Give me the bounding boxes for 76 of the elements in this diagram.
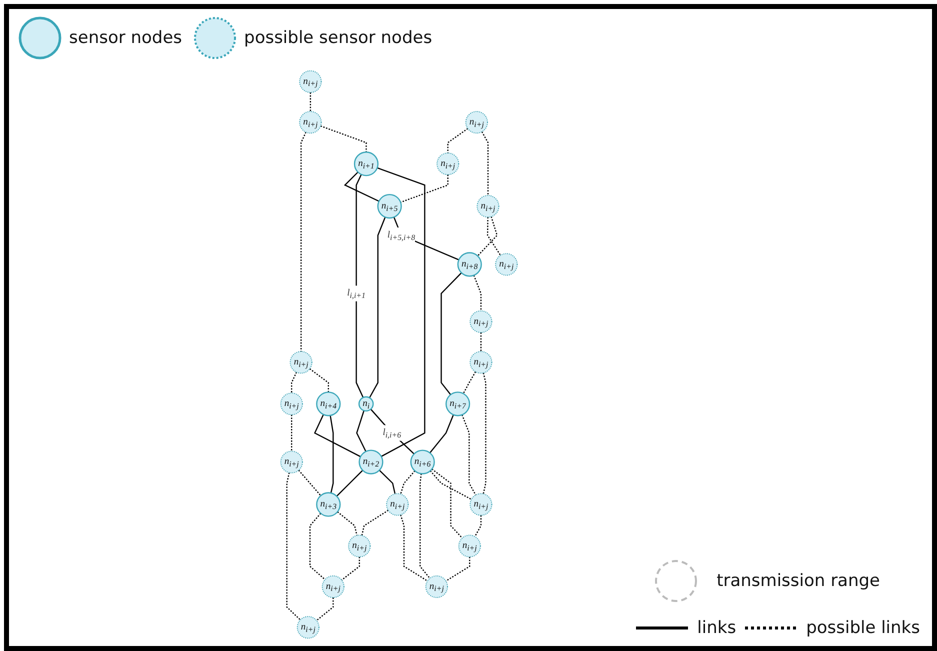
node-circle: n$_{i+j}$ [322, 575, 344, 598]
connector [447, 128, 468, 154]
node-circle: n$_{i+4}$ [316, 392, 341, 416]
edge-label: l$_{i,i+6}$ [382, 427, 402, 440]
connector [486, 217, 502, 256]
node-circle: n$_{i+1}$ [354, 152, 379, 176]
connector [356, 410, 366, 452]
connector [481, 131, 489, 196]
node-circle: n$_{i+j}$ [280, 450, 303, 474]
node-circle: n$_{i+j}$ [299, 70, 322, 93]
node-circle: n$_{i+j}$ [290, 351, 312, 374]
connector [291, 414, 292, 452]
connector [316, 598, 334, 621]
node-circle: n$_{i+j}$ [348, 534, 371, 558]
node-circle: n$_{i+j}$ [280, 392, 303, 416]
node-circle: n$_{i+j}$ [436, 152, 460, 176]
connector [369, 216, 386, 398]
connector [473, 275, 482, 311]
legend-text: links [697, 618, 736, 638]
node-circle: n$_{i+j}$ [296, 616, 320, 639]
legend-text: sensor nodes [69, 28, 182, 48]
connector [356, 174, 364, 398]
node-circle: n$_{i+j}$ [465, 111, 488, 134]
node-circle: n$_{i+j}$ [470, 493, 492, 516]
edge-label: l$_{i,i+1}$ [347, 288, 366, 300]
node-circle: n$_{i+j}$ [458, 534, 481, 558]
connector [446, 556, 470, 582]
connector [474, 515, 482, 537]
connector [440, 272, 462, 396]
connector [309, 512, 326, 580]
connector [420, 474, 430, 579]
connector [482, 372, 486, 494]
connector [370, 408, 414, 454]
connector [291, 372, 298, 394]
connector [310, 92, 312, 112]
connector [344, 172, 380, 202]
connector [462, 414, 476, 496]
node-circle: n$_{i+j}$ [476, 195, 500, 218]
connector [480, 332, 482, 352]
node-circle: n$_{i+j}$ [470, 351, 492, 374]
connector [430, 470, 472, 500]
connector [378, 470, 396, 494]
connector [361, 510, 389, 536]
legend-text: possible links [806, 618, 920, 638]
connector [341, 556, 360, 581]
legend-text: possible sensor nodes [244, 28, 432, 48]
node-circle: n$_{i+j}$ [425, 575, 448, 598]
node-circle: n$_{i+8}$ [457, 252, 482, 277]
connector [298, 470, 322, 496]
node-circle: n$_{i+j}$ [386, 493, 409, 516]
connector [336, 470, 364, 497]
node-circle: n$_{i+2}$ [358, 450, 384, 474]
connector [330, 415, 334, 494]
connector [377, 167, 426, 457]
connector [337, 511, 358, 536]
node-circle: n$_{i+j}$ [495, 253, 518, 276]
node-circle: n$_{i+7}$ [446, 392, 470, 416]
connector [432, 468, 463, 538]
connector [286, 472, 301, 620]
connector [314, 414, 361, 458]
node-circle: n$_{i+5}$ [377, 194, 402, 219]
connector [400, 514, 428, 582]
node-circle: n$_{i+6}$ [410, 450, 435, 474]
connector [429, 414, 454, 454]
connector [320, 125, 367, 152]
node-circle: n$_{i+j}$ [470, 310, 492, 333]
connector [300, 132, 306, 352]
node-circle: n$_{i+3}$ [316, 492, 341, 517]
connector [400, 470, 416, 494]
connector [309, 368, 329, 392]
connector [462, 371, 476, 394]
node-circle: n$_{i}$ [358, 396, 374, 412]
legend-text: transmission range [716, 571, 880, 591]
edge-label: l$_{i+5,i+8}$ [387, 229, 416, 242]
connector [400, 174, 448, 203]
node-circle: n$_{i+j}$ [299, 111, 322, 134]
